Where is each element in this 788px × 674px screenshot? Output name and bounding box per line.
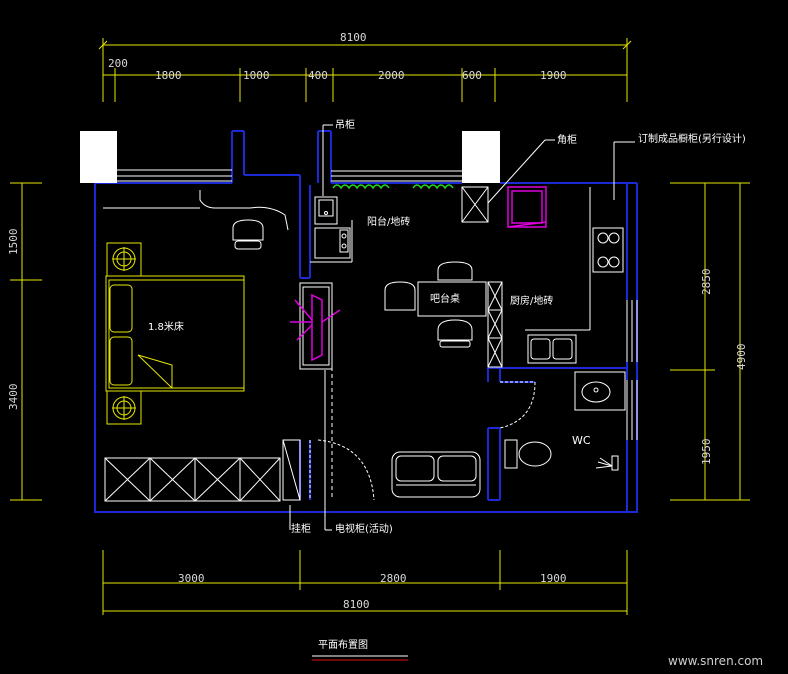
top-seg-5: 2000	[378, 69, 405, 82]
washing-machine	[314, 196, 338, 225]
bathroom-door	[499, 381, 536, 429]
wc-label: WC	[572, 434, 591, 447]
bottom-seg-1: 3000	[178, 572, 205, 585]
bottom-seg-3: 1900	[540, 572, 567, 585]
left-dimensions: 1500 3400	[7, 182, 42, 501]
chair-left	[384, 281, 416, 311]
window-right-upper	[626, 300, 638, 362]
dining-label: 吧台桌	[430, 292, 460, 305]
kitchen: 厨房/地砖	[507, 186, 624, 364]
pillow-1	[109, 284, 133, 333]
chair-bottom	[437, 319, 473, 341]
bottom-total-dimension: 8100	[343, 598, 370, 611]
bedroom-chair	[232, 219, 264, 241]
window-right-lower	[626, 380, 638, 440]
chair-top	[437, 261, 473, 281]
top-seg-2: 1800	[155, 69, 182, 82]
custom-cabinet-label: 订制成品橱柜(另行设计)	[638, 132, 746, 145]
pillow-2	[109, 336, 133, 386]
wardrobe-label: 挂柜	[291, 522, 311, 535]
balcony-label: 阳台/地砖	[367, 215, 410, 228]
tv-stand-bedroom	[282, 439, 301, 501]
plants-right	[412, 184, 454, 190]
shower-icon	[595, 455, 619, 471]
column-left	[80, 131, 117, 183]
right-seg-1: 2850	[700, 269, 713, 296]
annotations: 吊柜 角柜 订制成品橱柜(另行设计) 挂柜 电视柜(活动)	[289, 118, 746, 535]
bathroom-vanity	[574, 371, 626, 411]
right-total: 4900	[735, 344, 748, 371]
kitchen-label: 厨房/地砖	[510, 294, 553, 307]
left-seg-2: 3400	[7, 384, 20, 411]
stove-small	[314, 227, 351, 259]
fridge	[507, 186, 547, 228]
plants-left	[332, 184, 390, 190]
bed-label: 1.8米床	[148, 320, 184, 333]
top-dimensions: 8100 200 1800 1000 400 2000 600 1900	[98, 31, 632, 102]
balcony-area: 阳台/地砖	[310, 184, 489, 263]
bathroom: WC	[499, 371, 626, 471]
bottom-dimensions: 3000 2800 1900 8100	[102, 550, 628, 615]
right-dimensions: 2850 1950 4900	[670, 182, 750, 501]
right-seg-2: 1950	[700, 439, 713, 466]
top-seg-3: 1000	[243, 69, 270, 82]
nightstand-top	[106, 242, 142, 277]
wardrobe	[104, 457, 281, 502]
top-seg-1: 200	[108, 57, 128, 70]
bedroom-door	[309, 439, 375, 501]
top-total-dimension: 8100	[340, 31, 367, 44]
plan-title-text: 平面布置图	[318, 639, 368, 651]
plan-title: 平面布置图	[312, 639, 408, 661]
top-seg-6: 600	[462, 69, 482, 82]
bottom-seg-2: 2800	[380, 572, 407, 585]
hanging-cabinet-label: 吊柜	[335, 118, 355, 131]
tv-wall	[290, 282, 341, 500]
window-top-mid	[331, 170, 462, 182]
sofa	[391, 451, 481, 498]
corner-cabinet-label: 角柜	[557, 133, 577, 146]
bed-frame	[105, 275, 245, 392]
dining-table	[417, 281, 487, 317]
toilet-bowl	[518, 441, 552, 467]
corner-cabinet	[461, 186, 489, 223]
bedroom: 1.8米床	[103, 190, 301, 502]
dining-area: 吧台桌	[384, 261, 503, 368]
kitchen-sink	[527, 334, 577, 364]
toilet-tank	[504, 439, 518, 469]
top-seg-7: 1900	[540, 69, 567, 82]
watermark: www.snren.com	[668, 654, 763, 668]
left-seg-1: 1500	[7, 229, 20, 256]
top-seg-4: 400	[308, 69, 328, 82]
window-top-left	[117, 169, 232, 182]
column-right	[462, 131, 500, 183]
cooktop	[592, 227, 624, 273]
tv-cabinet-label: 电视柜(活动)	[335, 522, 393, 535]
nightstand-bottom	[106, 390, 142, 425]
